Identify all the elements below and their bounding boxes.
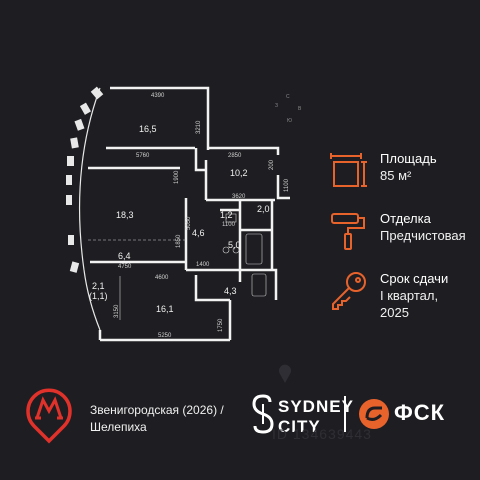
room-label: 18,3	[116, 210, 134, 220]
room-label: 10,2	[230, 168, 248, 178]
finish-value: Предчистовая	[380, 228, 466, 243]
dimension-label: 3620	[232, 194, 246, 200]
room-label: 16,5	[139, 124, 157, 134]
paint-roller-icon	[331, 213, 365, 250]
dimension-label: 1100	[284, 178, 290, 192]
dimension-label: 5050	[186, 216, 192, 230]
dimension-label: 5760	[136, 153, 150, 159]
compass-west: З	[275, 103, 279, 109]
sydney-city-logo: SYDNEY CITY	[278, 397, 354, 437]
fsk-logo-icon	[359, 399, 389, 429]
map-pin-icon	[279, 364, 291, 383]
dimension-label: 2850	[228, 153, 242, 159]
area-label: Площадь	[380, 151, 437, 166]
dimension-label: 4750	[118, 264, 132, 270]
deadline-label: Срок сдачи	[380, 271, 449, 286]
dimension-label: 200	[269, 159, 275, 170]
dimension-label: 1750	[218, 318, 224, 332]
deadline-value-year: 2025	[380, 305, 409, 320]
dimension-label: 4390	[151, 93, 165, 99]
room-label: 5,0	[228, 240, 241, 250]
room-label: 2,0	[257, 204, 270, 214]
sydney-logo-icon	[252, 394, 274, 434]
sydney-line2: CITY	[278, 417, 321, 436]
facade-windows	[66, 86, 104, 273]
compass-east: В	[298, 106, 302, 112]
deadline-row: Срок сдачи I квартал, 2025	[328, 270, 448, 320]
sydney-line1: SYDNEY	[278, 397, 354, 416]
area-row: Площадь 85 м²	[328, 150, 437, 192]
metro-line1: Звенигородская (2026) /	[90, 403, 224, 417]
metro-line2: Шелепиха	[90, 420, 147, 434]
dimension-label: 4600	[155, 275, 169, 281]
room-label: 4,3	[224, 286, 237, 296]
metro-station: Звенигородская (2026) / Шелепиха	[90, 402, 224, 436]
finish-row: Отделка Предчистовая	[328, 210, 466, 252]
room-label: 2,1	[92, 281, 105, 291]
area-value: 85 м²	[380, 168, 412, 183]
compass-north: С	[286, 94, 290, 100]
dimension-label: 3210	[196, 120, 202, 134]
area-icon	[330, 153, 367, 187]
room-label: 1,2	[220, 210, 233, 220]
room-label: 16,1	[156, 304, 174, 314]
deadline-value-quarter: I квартал,	[380, 288, 439, 303]
room-label: 4,6	[192, 228, 205, 238]
logo-divider	[344, 396, 346, 432]
dimension-label: 1100	[222, 222, 236, 228]
facade-arc	[78, 87, 101, 271]
dimension-label: 5250	[158, 333, 172, 339]
compass-south: Ю	[287, 118, 293, 124]
dimension-label: 1850	[176, 234, 182, 248]
key-icon	[332, 272, 366, 310]
dimension-label: 1900	[174, 170, 180, 184]
dimension-label: 1400	[196, 262, 210, 268]
dimension-label: 3150	[114, 304, 120, 318]
room-label: 6,4	[118, 251, 131, 261]
room-label: (1,1)	[89, 291, 108, 301]
fsk-logo: ФСК	[394, 400, 446, 425]
finish-label: Отделка	[380, 211, 431, 226]
walls	[88, 86, 290, 342]
watermark: ID 134639443	[272, 426, 372, 442]
metro-m-icon	[26, 388, 72, 444]
